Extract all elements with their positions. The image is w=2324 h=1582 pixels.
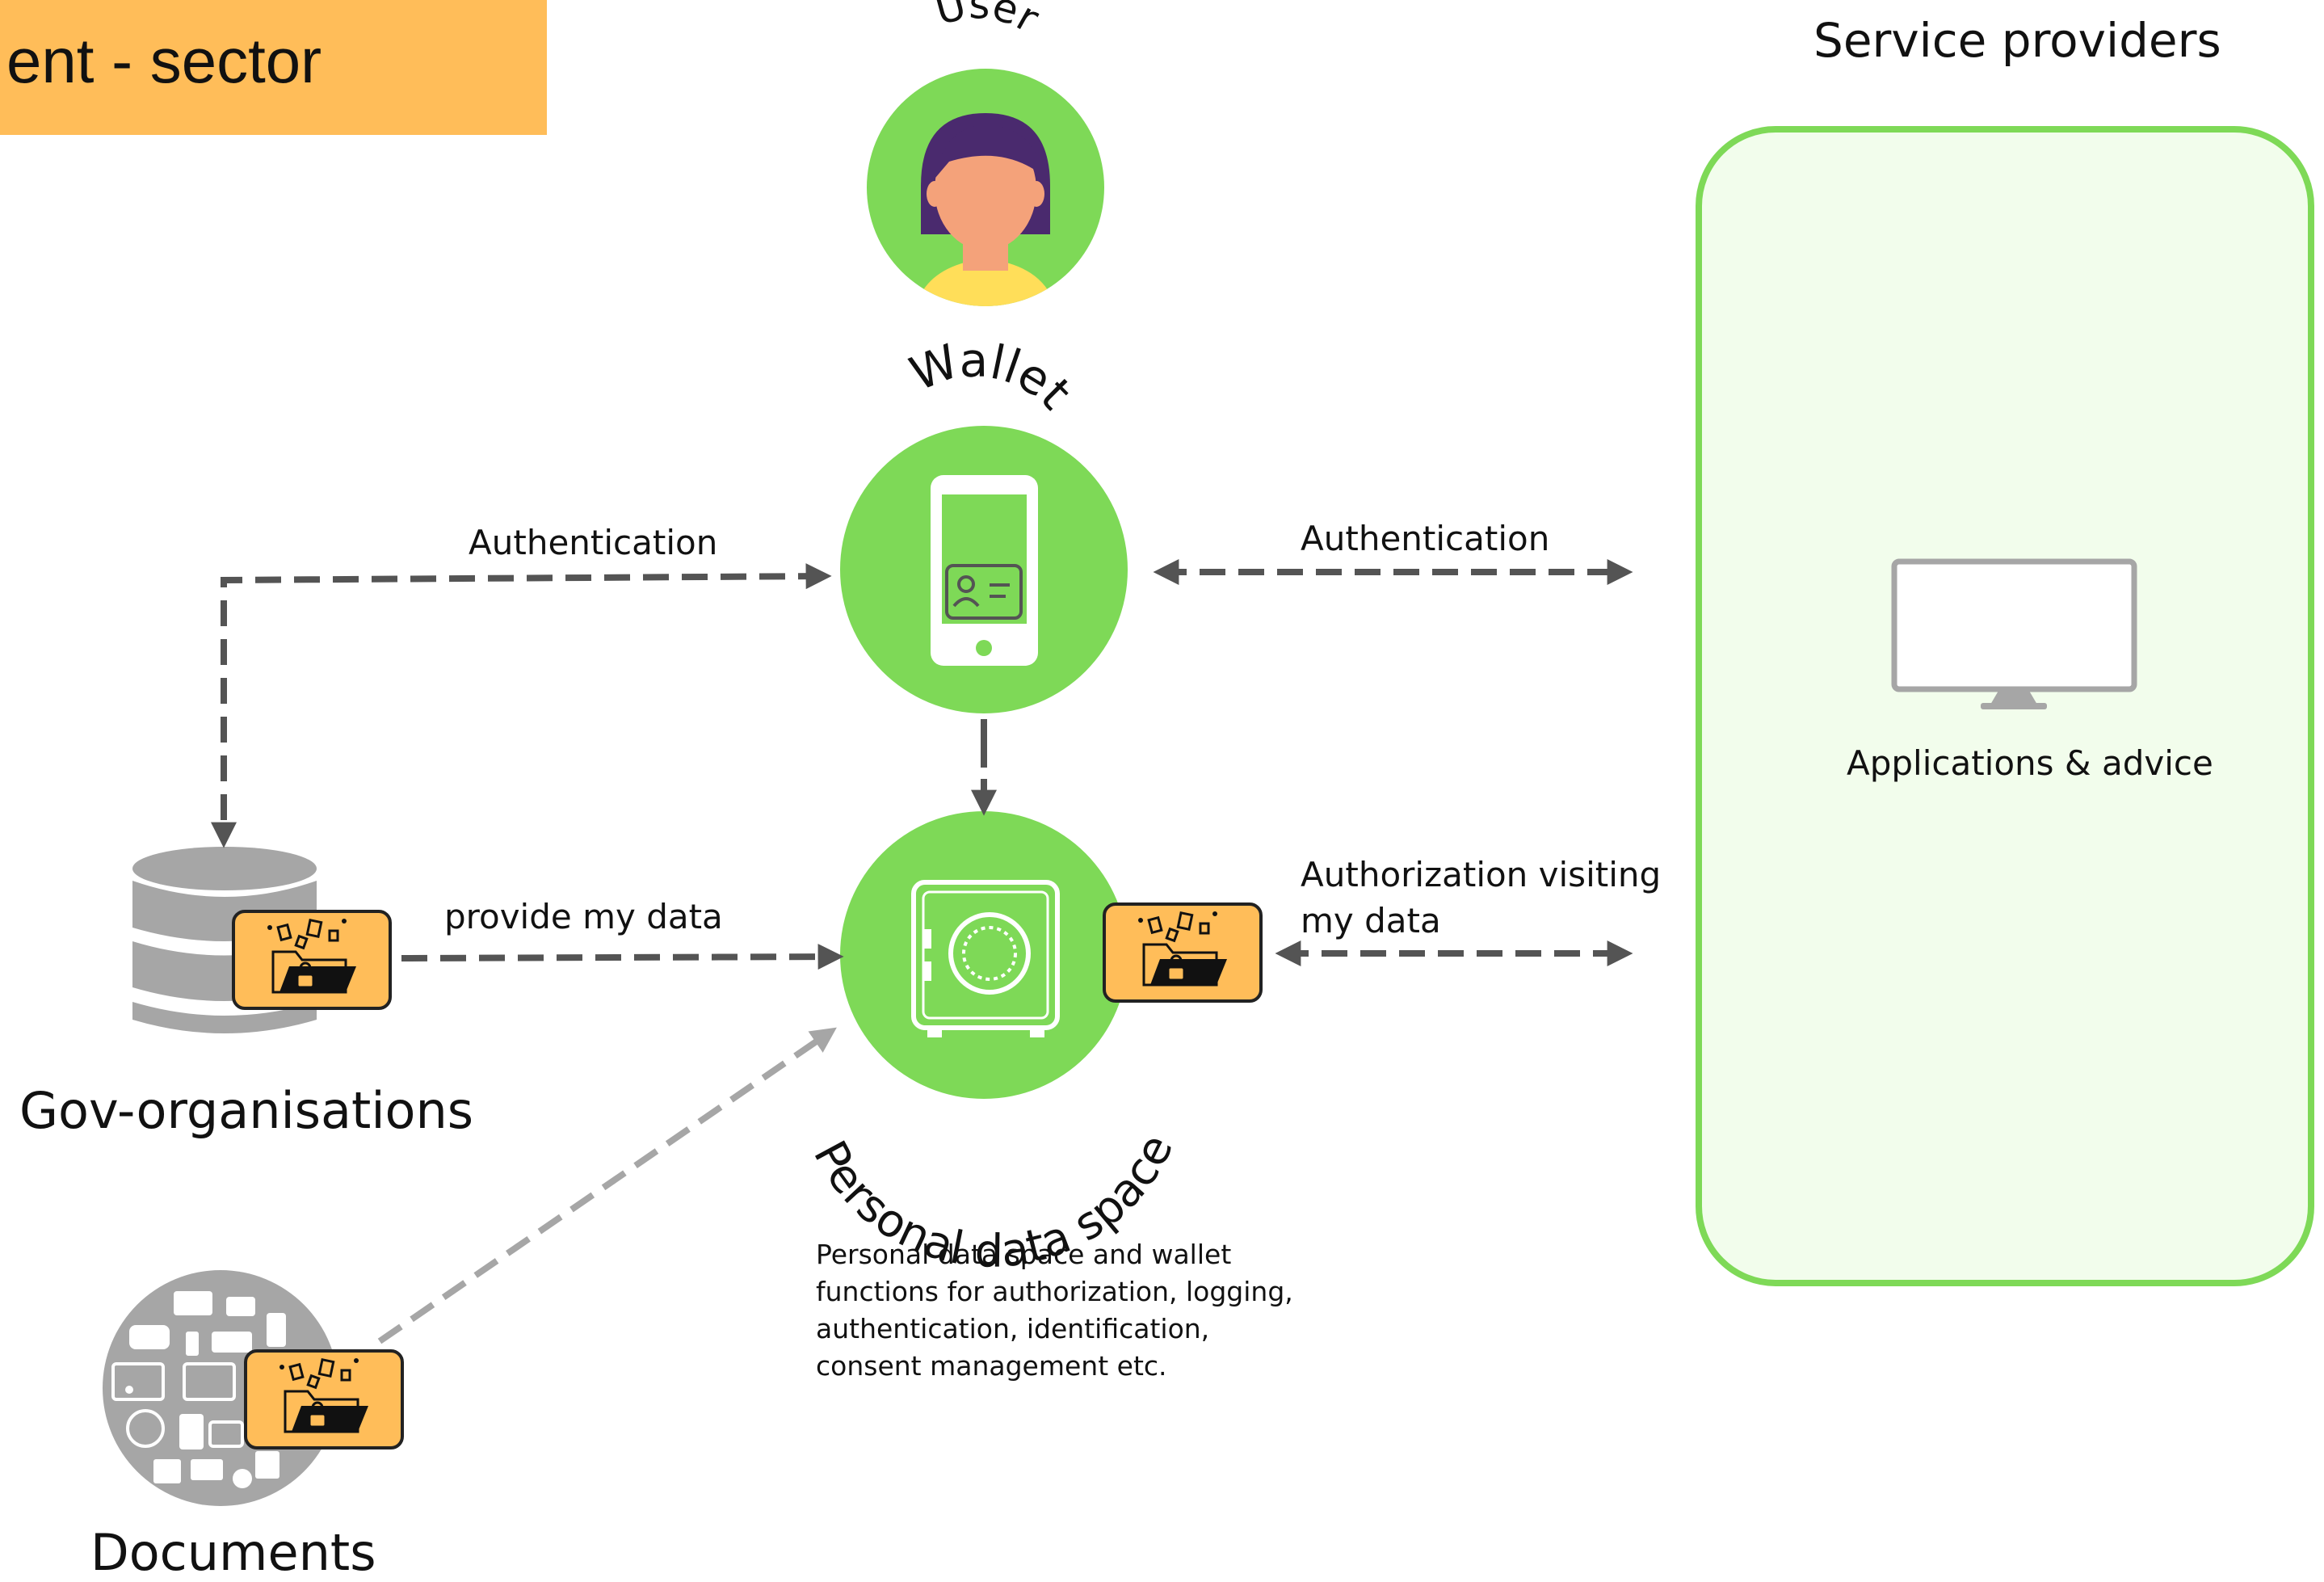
page-title: ent - sector [6, 25, 322, 96]
gov-wallet-edge-label: Authentication [469, 523, 718, 562]
pds-providers-edge-label-line1: Authorization visiting [1301, 855, 1662, 894]
gov-wallet-authentication-arrow [211, 563, 832, 848]
data-folder-icon [1103, 902, 1263, 1003]
documents-label: Documents [90, 1523, 376, 1582]
safe-icon [840, 811, 1128, 1099]
wallet-label: Wallet [902, 333, 1082, 420]
pds-providers-edge-label-line2: my data [1301, 901, 1441, 940]
data-folder-icon [244, 1349, 404, 1449]
person-avatar-icon [867, 69, 1104, 306]
gov-pds-edge-label: provide my data [444, 897, 723, 936]
data-folder-icon [232, 910, 392, 1010]
title-banner-area: ent - sector [0, 0, 547, 135]
applications-label: Applications & advice [1847, 743, 2213, 783]
gov-pds-provide-data-arrow [401, 944, 844, 970]
wallet-providers-edge-label: Authentication [1301, 519, 1550, 558]
phone-id-card-icon [840, 426, 1128, 713]
service-providers-title: Service providers [1813, 13, 2221, 68]
user-label: User [930, 0, 1046, 42]
monitor-icon [1891, 558, 2137, 709]
gov-organisations-label: Gov-organisations [19, 1081, 474, 1140]
title-banner [0, 0, 547, 135]
description-text: Personal data space and wallet functions… [816, 1239, 1293, 1382]
documents-pds-arrow [377, 1027, 837, 1344]
